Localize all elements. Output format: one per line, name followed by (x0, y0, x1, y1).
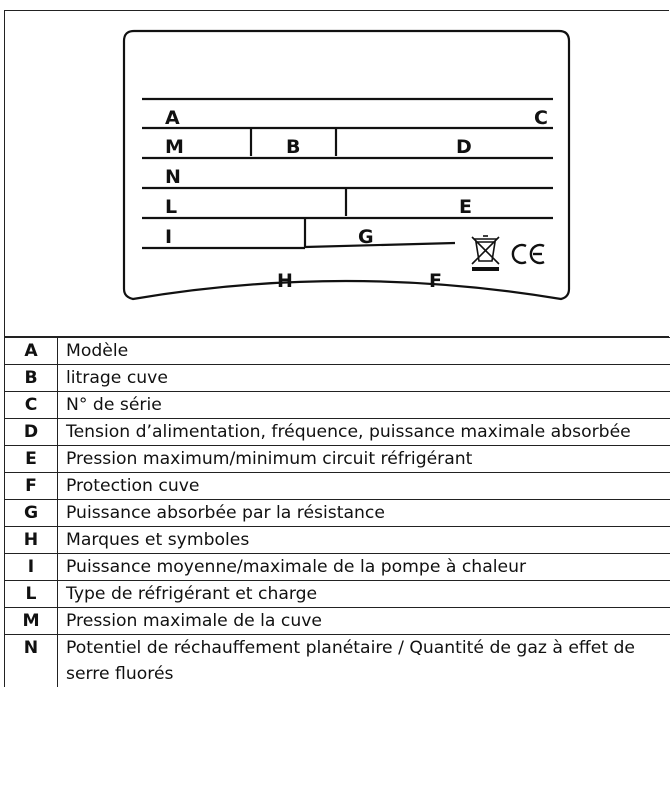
plate-outline (122, 29, 571, 301)
plate-label-b: B (286, 136, 300, 158)
legend-description: Pression maximum/minimum circuit réfrigé… (57, 445, 670, 473)
legend-description: Puissance moyenne/maximale de la pompe à… (57, 553, 670, 581)
plate-label-g: G (358, 226, 374, 248)
legend-letter: A (4, 337, 58, 365)
rating-plate-drawing: A C M B D N L E I G H F (122, 29, 571, 301)
plate-label-n: N (165, 166, 181, 188)
legend-letter: N (4, 634, 58, 687)
legend-letter: B (4, 364, 58, 392)
plate-label-f: F (429, 270, 442, 292)
legend-description: litrage cuve (57, 364, 670, 392)
legend-letter: D (4, 418, 58, 446)
legend-description: N° de série (57, 391, 670, 419)
rating-plate-figure: A C M B D N L E I G H F (4, 10, 669, 337)
plate-label-e: E (459, 196, 472, 218)
plate-label-l: L (165, 196, 177, 218)
legend-letter: L (4, 580, 58, 608)
legend-letter: H (4, 526, 58, 554)
document-figure: A C M B D N L E I G H F (4, 10, 670, 796)
legend-description: Tension d’alimentation, fréquence, puiss… (57, 418, 670, 446)
legend-letter: C (4, 391, 58, 419)
legend-description: Marques et symboles (57, 526, 670, 554)
legend-letter: F (4, 472, 58, 500)
plate-label-m: M (165, 136, 184, 158)
legend-description: Modèle (57, 337, 670, 365)
plate-label-d: D (456, 136, 472, 158)
ce-mark (511, 243, 545, 265)
plate-label-h: H (277, 270, 293, 292)
legend-description: Protection cuve (57, 472, 670, 500)
plate-label-i: I (165, 226, 172, 248)
legend-letter: I (4, 553, 58, 581)
legend-description: Type de réfrigérant et charge (57, 580, 670, 608)
legend-letter: E (4, 445, 58, 473)
plate-label-c: C (534, 107, 548, 129)
crossed-out-wheelie-bin-icon (471, 235, 500, 271)
legend-description: Potentiel de réchauffement planétaire / … (57, 634, 670, 687)
legend-description: Puissance absorbée par la résistance (57, 499, 670, 527)
plate-rows (142, 97, 553, 250)
legend-letter: G (4, 499, 58, 527)
legend-description: Pression maximale de la cuve (57, 607, 670, 635)
plate-label-a: A (165, 107, 180, 129)
legend-letter: M (4, 607, 58, 635)
